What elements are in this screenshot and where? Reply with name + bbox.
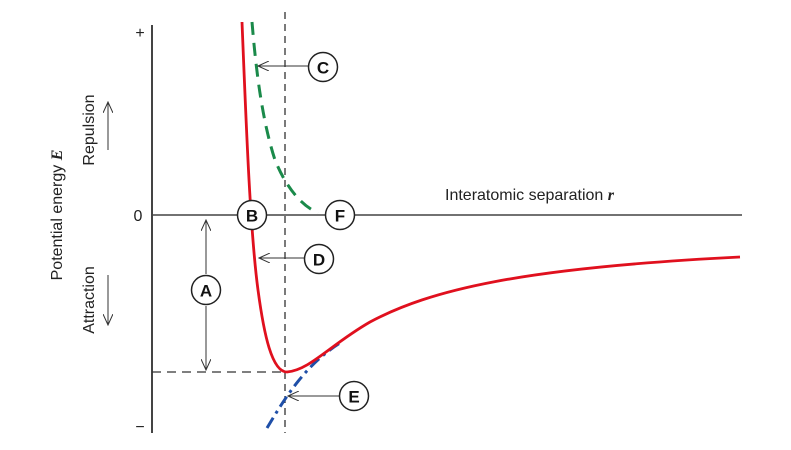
marker-a: A [190,274,222,306]
tick-minus: − [135,419,144,436]
repulsion-label: Repulsion [81,94,98,165]
svg-text:D: D [313,251,325,270]
svg-text:A: A [200,282,212,301]
net-energy-curve [240,21,741,374]
attraction-label: Attraction [81,266,98,334]
svg-text:C: C [317,59,329,78]
y-axis-label: Potential energy E [49,150,66,281]
marker-c: C [307,51,339,83]
x-axis-label: Interatomic separation r [445,187,615,204]
repulsive-energy-curve [250,21,319,215]
svg-text:E: E [348,388,359,407]
svg-text:F: F [335,207,345,226]
attractive-energy-curve [265,341,341,429]
marker-f: F [324,199,356,231]
tick-plus: + [135,25,144,42]
svg-text:B: B [246,207,258,226]
marker-d: D [303,243,335,275]
marker-b: B [236,199,268,231]
tick-zero: 0 [134,208,143,225]
marker-e: E [338,380,370,412]
